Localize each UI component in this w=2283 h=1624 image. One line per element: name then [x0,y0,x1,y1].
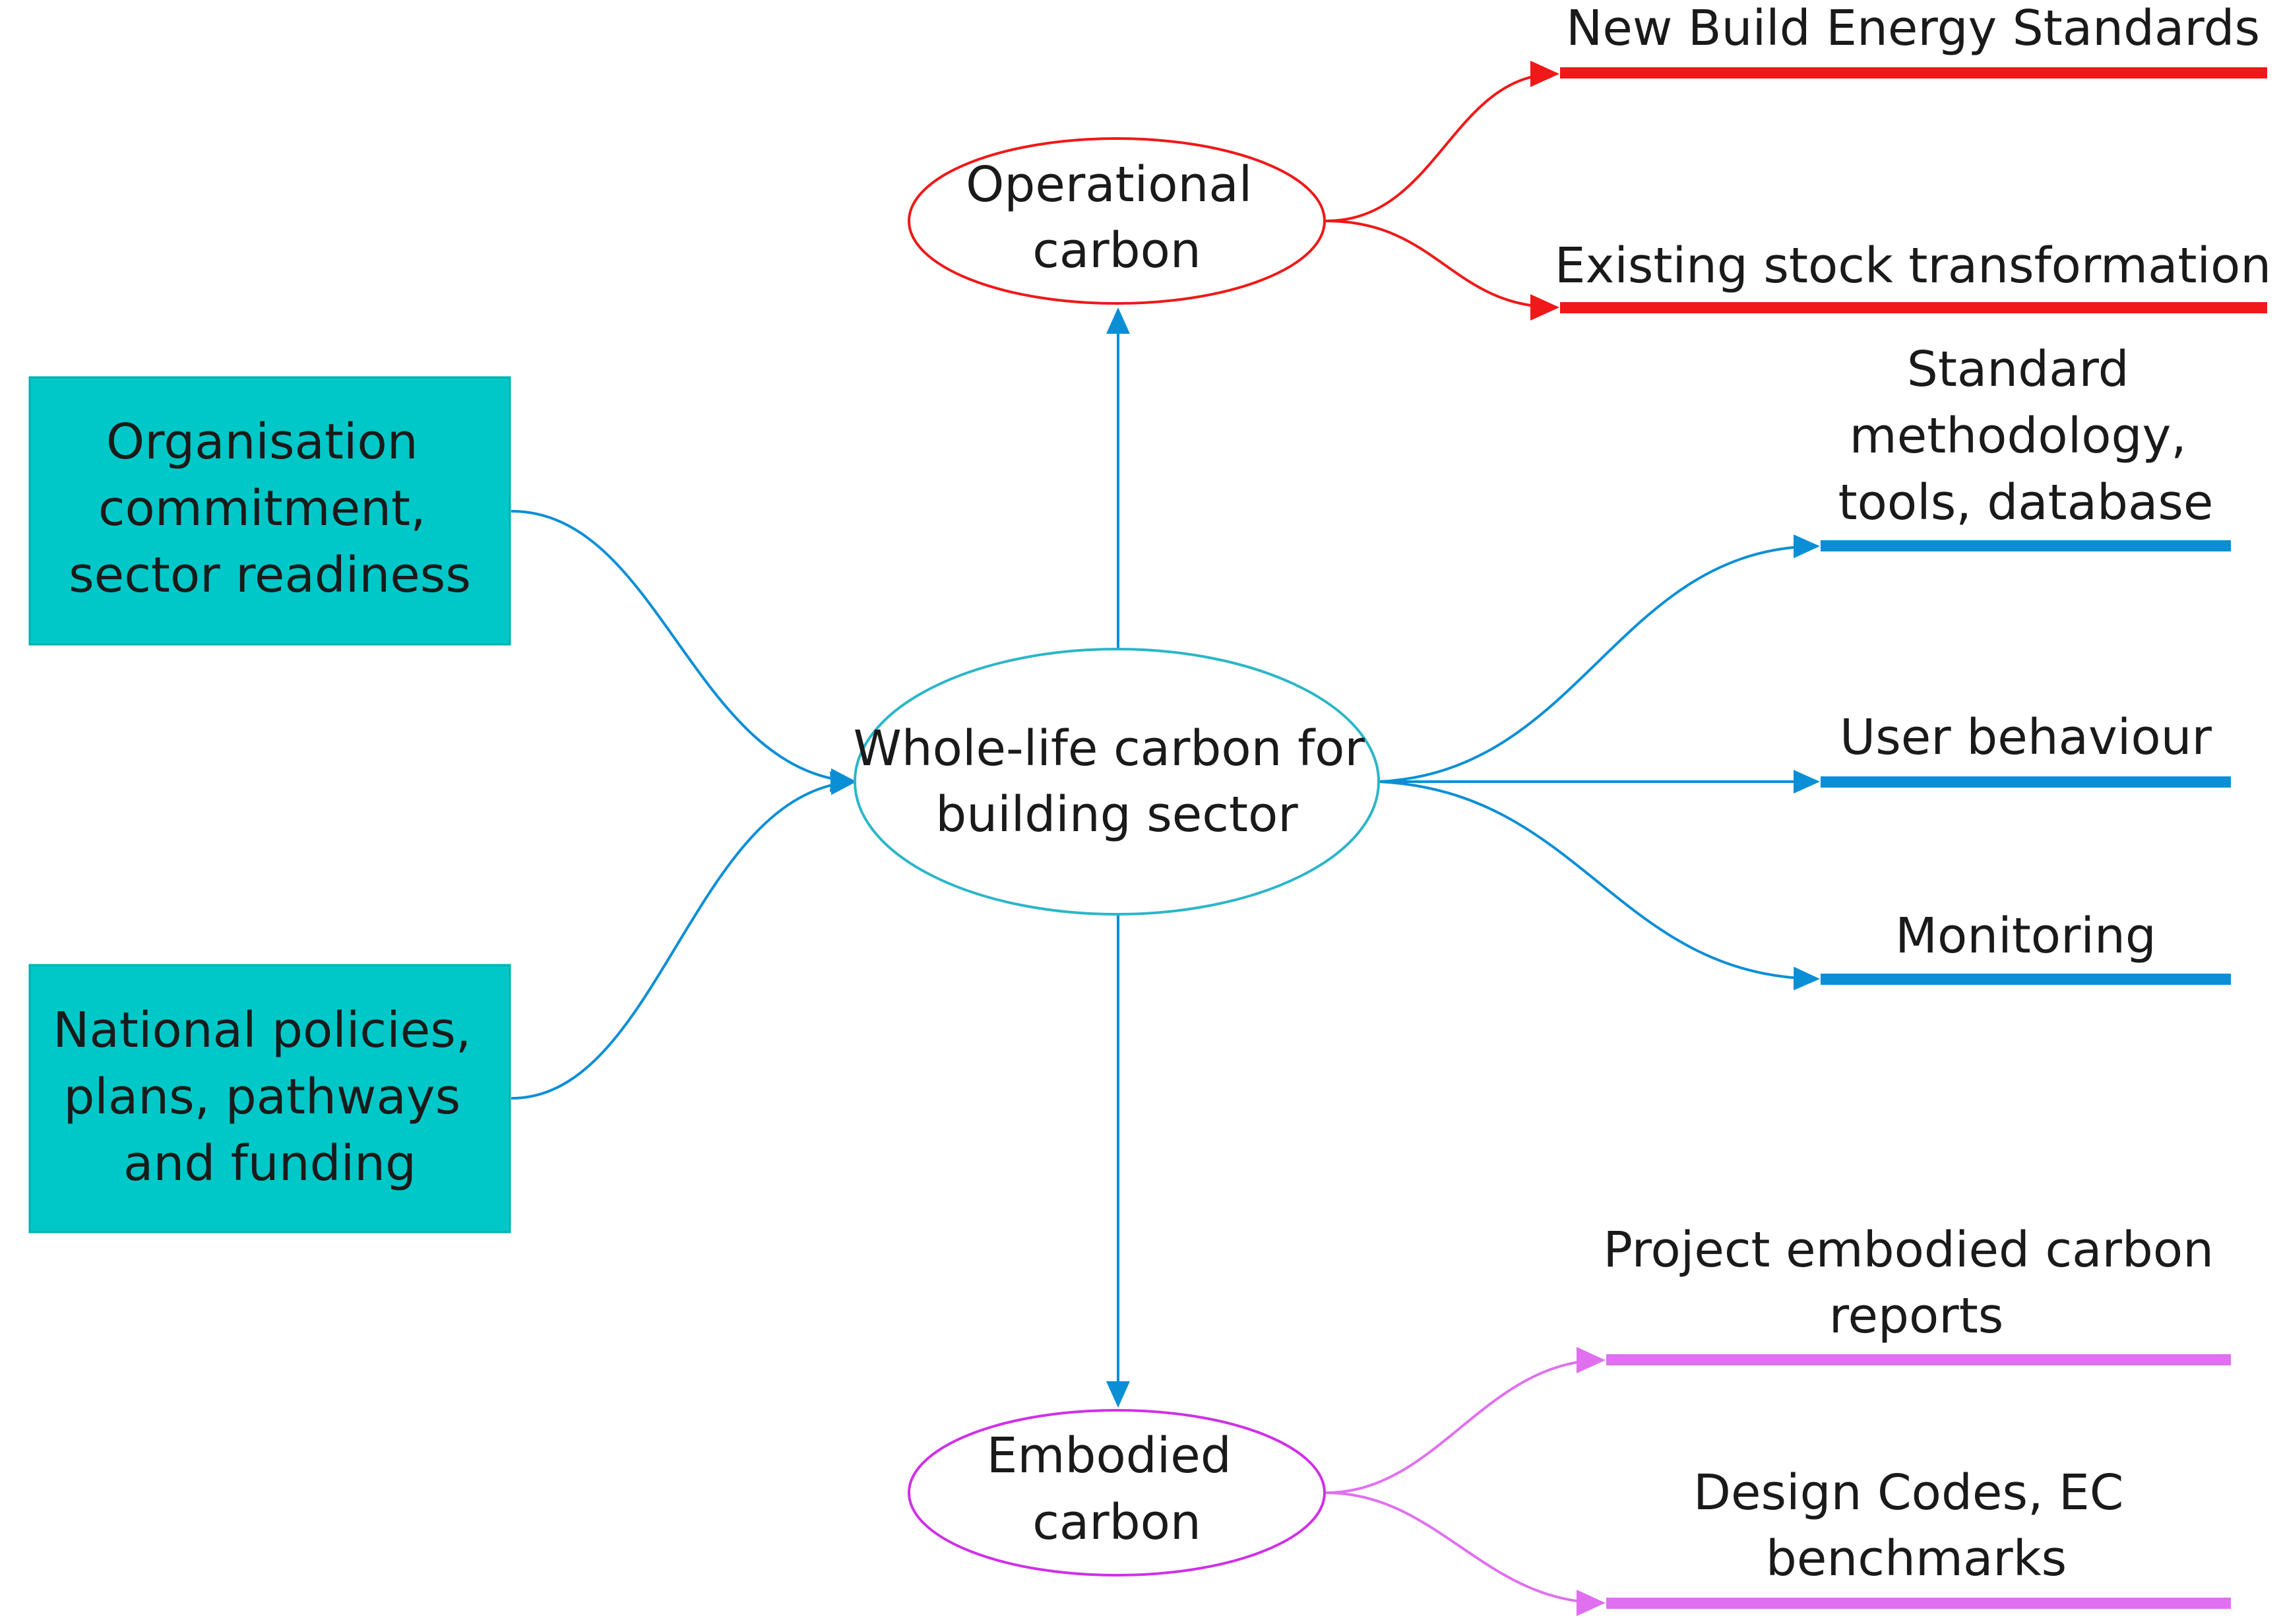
label-new-build-energy-standards: New Build Energy Standards [1566,0,2260,57]
connector-center-to-methodology [1378,534,1820,783]
embodied-line-2: carbon [1032,1494,1201,1551]
operational-line-2: carbon [1032,222,1201,279]
connector-center-to-monitoring [1378,780,1820,991]
svg-text:National policies, plans: National policies, plans, pathways and f… [53,1002,487,1192]
connector-policy-to-center [511,771,857,1100]
embodied-carbon-node: Embodied carbon [908,1409,1326,1577]
connector-operational-to-existing [1325,220,1559,321]
policies-line-3: and funding [123,1135,416,1192]
bar-newbuild [1560,67,2267,78]
policies-line-2: plans, pathways [63,1069,460,1125]
bar-behaviour [1821,776,2231,788]
svg-text:Embodied carbon: Embodied carbon [987,1427,1247,1551]
label-monitoring: Monitoring [1895,908,2156,964]
center-line-1: Whole-life carbon for [854,720,1365,777]
organisation-line-1: Organisation [106,414,418,470]
connector-embodied-to-reports [1325,1347,1606,1494]
label-project-embodied-carbon-reports: Project embodied carbon reports [1603,1222,2229,1344]
operational-line-1: Operational [966,156,1252,213]
bar-monitoring [1821,974,2231,985]
label-user-behaviour: User behaviour [1840,709,2212,766]
label-standard-methodology: Standard methodology, tools, database [1838,341,2214,531]
embodied-line-1: Embodied [987,1427,1232,1484]
policies-line-1: National policies, [53,1002,471,1059]
input-box-organisation: Organisation commitment, sector readines… [28,376,511,646]
connector-embodied-to-codes [1325,1491,1606,1616]
bar-existing [1560,302,2267,313]
bar-reports [1606,1354,2231,1365]
svg-text:Whole-life carbon for bu: Whole-life carbon for building sector [854,720,1381,843]
organisation-line-2: commitment, [98,480,426,537]
connector-operational-to-newbuild [1325,61,1559,222]
label-design-codes-ec-benchmarks: Design Codes, EC benchmarks [1693,1464,2139,1587]
bar-codes [1606,1598,2231,1609]
input-box-national-policies: National policies, plans, pathways and f… [28,964,511,1234]
svg-text:Organisation commitment,: Organisation commitment, sector readines… [69,414,471,604]
operational-carbon-node: Operational carbon [908,137,1326,305]
center-line-2: building sector [935,786,1298,843]
connector-org-to-center [511,510,857,792]
center-node: Whole-life carbon for building sector [854,648,1381,916]
organisation-line-3: sector readiness [69,547,471,604]
svg-text:Operational carbon: Operational carbon [966,156,1268,279]
label-existing-stock-transformation: Existing stock transformation [1555,237,2271,294]
bar-methodology [1821,540,2231,551]
